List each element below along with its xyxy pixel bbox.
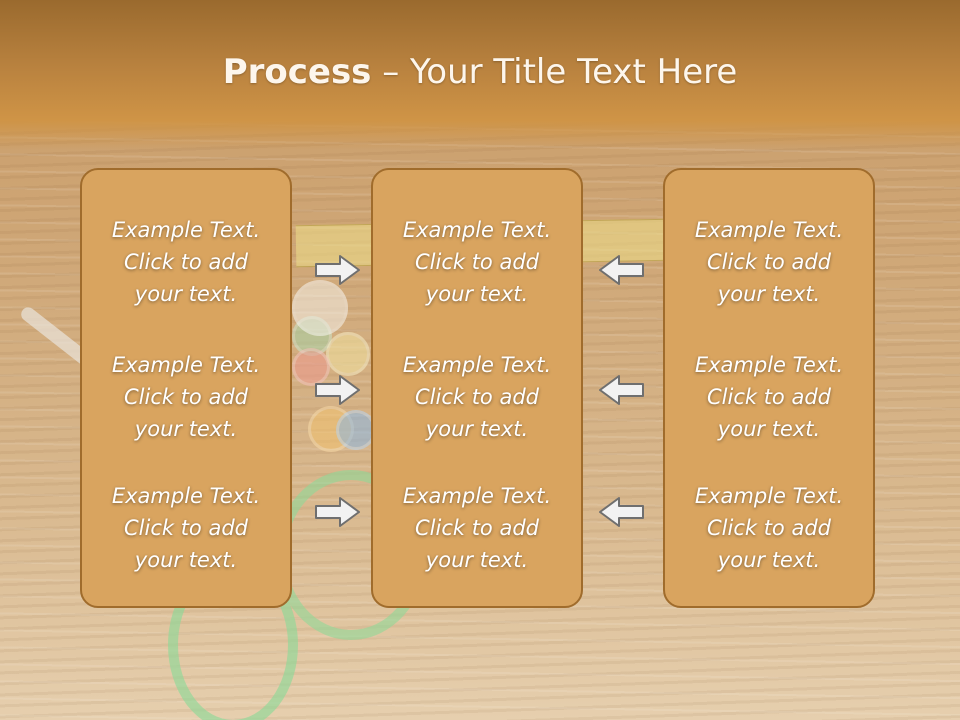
- button-decoration: [292, 280, 348, 336]
- text-line: Example Text.: [111, 353, 261, 377]
- text-line: Click to add: [123, 516, 248, 540]
- process-box-right[interactable]: Example Text. Click to add your text. Ex…: [663, 168, 875, 608]
- text-line: Click to add: [123, 250, 248, 274]
- text-placeholder[interactable]: Example Text. Click to add your text.: [82, 349, 290, 445]
- title-rest: – Your Title Text Here: [371, 52, 738, 92]
- text-line: your text.: [134, 548, 238, 572]
- text-line: Example Text.: [111, 218, 261, 242]
- text-placeholder[interactable]: Example Text. Click to add your text.: [82, 480, 290, 576]
- button-decoration: [292, 348, 330, 386]
- text-line: Click to add: [414, 516, 539, 540]
- text-line: Example Text.: [402, 353, 552, 377]
- text-line: Click to add: [414, 250, 539, 274]
- text-line: your text.: [425, 282, 529, 306]
- text-placeholder[interactable]: Example Text. Click to add your text.: [665, 349, 873, 445]
- slide-title[interactable]: Process – Your Title Text Here: [0, 52, 960, 92]
- button-decoration: [336, 410, 376, 450]
- text-placeholder[interactable]: Example Text. Click to add your text.: [665, 480, 873, 576]
- text-line: your text.: [134, 282, 238, 306]
- arrow-right-icon: [315, 255, 360, 285]
- text-line: your text.: [717, 282, 821, 306]
- text-placeholder[interactable]: Example Text. Click to add your text.: [82, 214, 290, 310]
- text-line: Click to add: [123, 385, 248, 409]
- arrow-left-icon: [599, 255, 644, 285]
- text-line: Click to add: [706, 516, 831, 540]
- text-placeholder[interactable]: Example Text. Click to add your text.: [373, 214, 581, 310]
- text-line: Example Text.: [694, 484, 844, 508]
- text-placeholder[interactable]: Example Text. Click to add your text.: [373, 349, 581, 445]
- text-line: Example Text.: [402, 218, 552, 242]
- text-line: Example Text.: [694, 353, 844, 377]
- title-bold: Process: [222, 52, 372, 92]
- arrow-left-icon: [599, 497, 644, 527]
- process-box-left[interactable]: Example Text. Click to add your text. Ex…: [80, 168, 292, 608]
- arrow-right-icon: [315, 497, 360, 527]
- text-line: your text.: [717, 548, 821, 572]
- text-line: Example Text.: [694, 218, 844, 242]
- text-line: Example Text.: [111, 484, 261, 508]
- text-line: your text.: [425, 548, 529, 572]
- text-placeholder[interactable]: Example Text. Click to add your text.: [665, 214, 873, 310]
- text-line: your text.: [425, 417, 529, 441]
- text-placeholder[interactable]: Example Text. Click to add your text.: [373, 480, 581, 576]
- button-decoration: [326, 332, 370, 376]
- arrow-right-icon: [315, 375, 360, 405]
- arrow-left-icon: [599, 375, 644, 405]
- text-line: Click to add: [414, 385, 539, 409]
- text-line: Example Text.: [402, 484, 552, 508]
- text-line: your text.: [134, 417, 238, 441]
- text-line: Click to add: [706, 385, 831, 409]
- text-line: your text.: [717, 417, 821, 441]
- process-box-center[interactable]: Example Text. Click to add your text. Ex…: [371, 168, 583, 608]
- title-bar: [0, 0, 960, 150]
- text-line: Click to add: [706, 250, 831, 274]
